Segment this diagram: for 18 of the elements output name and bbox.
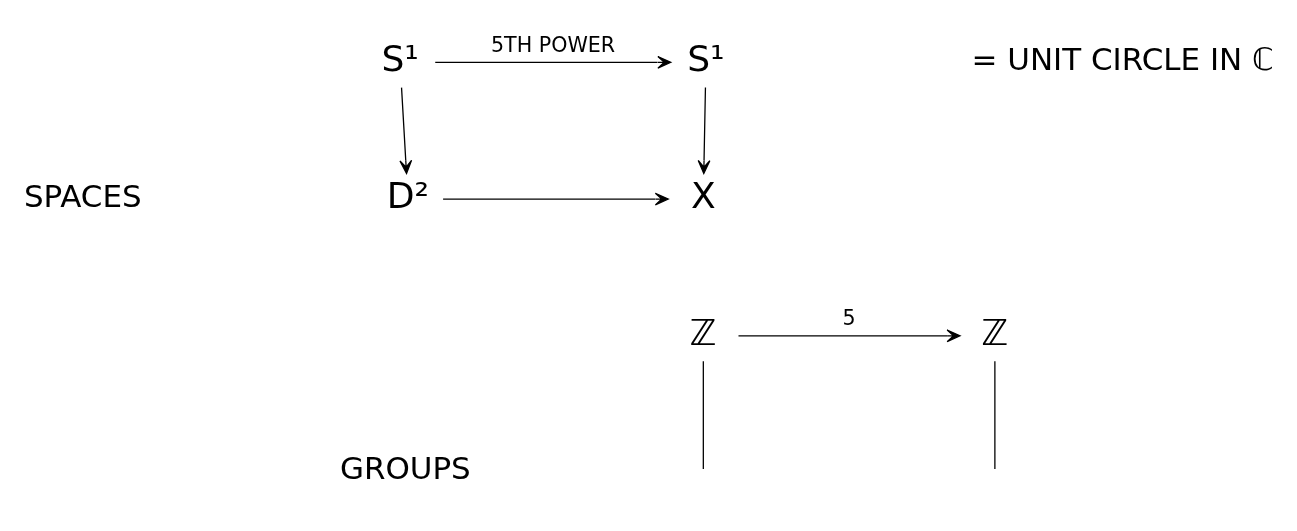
label: SPACES (23, 178, 142, 215)
node-text: ℤ (981, 310, 1009, 354)
arrow (442, 192, 669, 206)
connector (994, 360, 996, 470)
label: GROUPS (339, 449, 471, 486)
arrow (737, 329, 961, 343)
node-text: ℤ (689, 310, 717, 354)
label: = UNIT CIRCLE IN ℂ (971, 41, 1274, 78)
edge-label: 5 (842, 306, 856, 331)
edge-label: 5TH POWER (490, 32, 616, 57)
arrow (697, 86, 711, 175)
node-text: S¹ (381, 37, 419, 81)
arrow (399, 86, 413, 175)
node-text: X (690, 173, 716, 217)
node-text: D² (386, 173, 430, 217)
arrow (434, 55, 672, 69)
node-text: S¹ (687, 37, 725, 81)
connector (702, 360, 704, 470)
